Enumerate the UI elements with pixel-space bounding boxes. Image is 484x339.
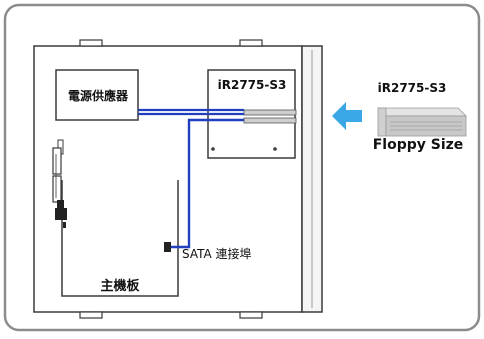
io-connector-4 (57, 200, 64, 208)
motherboard-label: 主機板 (100, 278, 140, 294)
product-module-image (377, 107, 467, 137)
bay-screw-left (211, 147, 215, 151)
io-connector-2 (52, 147, 62, 175)
psu-box (55, 69, 139, 121)
insert-arrow-icon (332, 102, 362, 130)
sata-cable (171, 118, 244, 249)
chassis-vent-bottom-left (79, 311, 103, 319)
io-connector-3 (52, 175, 62, 203)
io-connector-5 (55, 208, 67, 220)
psu-label: 電源供應器 (68, 88, 129, 103)
product-caption: Floppy Size (373, 137, 464, 153)
chassis-vent-bottom-right (239, 311, 263, 319)
module-rail-bottom (243, 117, 297, 124)
chassis-vent-top-left (79, 39, 103, 47)
sata-port-label: SATA 連接埠 (182, 246, 252, 261)
io-connector-6 (63, 222, 66, 228)
module-rail-top (243, 109, 297, 116)
product-title: iR2775-S3 (378, 81, 447, 95)
motherboard-outline (61, 180, 179, 297)
chassis-vent-top-right (239, 39, 263, 47)
sata-connector (164, 242, 171, 252)
module-label: iR2775-S3 (218, 78, 287, 92)
bay-screw-right (273, 147, 277, 151)
